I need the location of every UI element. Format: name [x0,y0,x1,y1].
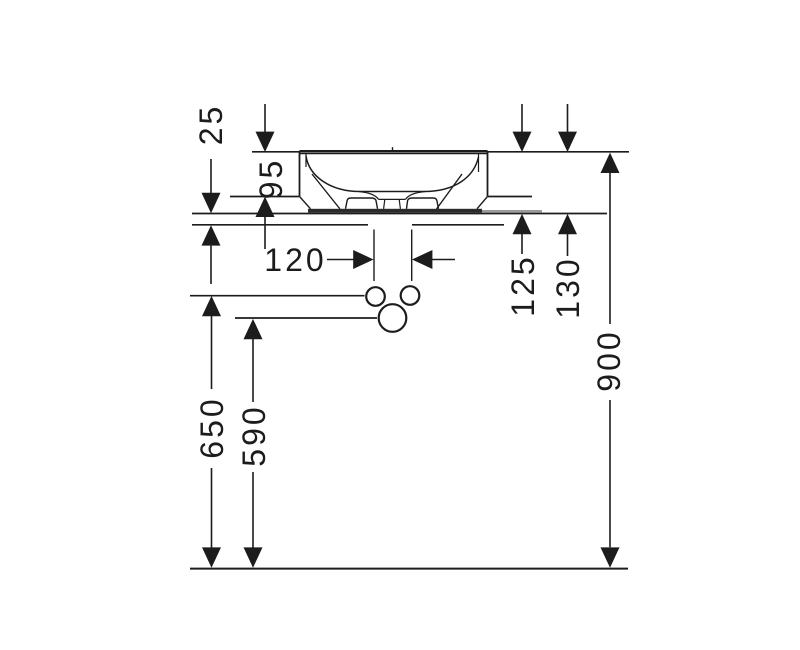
arrow-down-dim125 [512,131,532,152]
basin-base-strip [308,208,482,213]
arrow-up-dim590 [243,318,263,340]
drain-curve-left [358,190,379,200]
supply-hole-left-icon [365,286,386,307]
drain-hole-icon [377,303,408,333]
reference-lines [190,150,629,570]
arrow-down-dim95 [255,131,275,152]
basin-bowl-curve [305,155,480,193]
arrow-left-dim120 [412,250,433,269]
supply-hole-right-icon [399,285,421,306]
arrow-down-dim25 [201,192,221,214]
arrow-down-dim590 [243,547,263,568]
drain-curve-right [405,190,426,200]
bowl-taper-left [311,173,341,210]
drain-side-right [398,199,401,209]
dimension-label-120: 120 [264,242,327,278]
dimension-label-130: 130 [550,256,586,319]
dimension-label-650: 650 [194,396,230,459]
base-pad-right [405,197,440,209]
console-gray-line [482,210,542,213]
base-edge-right [476,196,489,210]
arrow-down-dim900 [600,547,620,568]
bowl-taper-right [435,173,463,210]
arrow-up-dim650 [202,295,221,317]
washbasin-section [298,147,542,213]
arrow-up-dim900 [600,152,620,173]
arrow-up-dim25 [201,225,221,246]
base-pad-left [344,197,379,209]
arrow-down-dim130 [558,131,577,152]
dimension-label-125: 125 [505,254,541,317]
dimension-label-25: 25 [193,103,229,146]
dimension-label-95: 95 [253,157,289,200]
drain-side-left [383,199,386,209]
base-edge-left [298,196,312,210]
dimension-arrowheads [201,131,620,568]
dimension-lines [210,104,611,549]
arrow-up-dim125 [512,213,532,235]
arrow-up-dim130 [558,213,577,235]
dimension-label-590: 590 [236,404,272,467]
arrow-down-dim650 [202,547,221,568]
wall-connections [365,285,421,333]
arrow-up-dim95 [255,196,275,217]
arrow-right-dim120 [353,250,374,269]
dimension-label-900: 900 [591,329,627,392]
